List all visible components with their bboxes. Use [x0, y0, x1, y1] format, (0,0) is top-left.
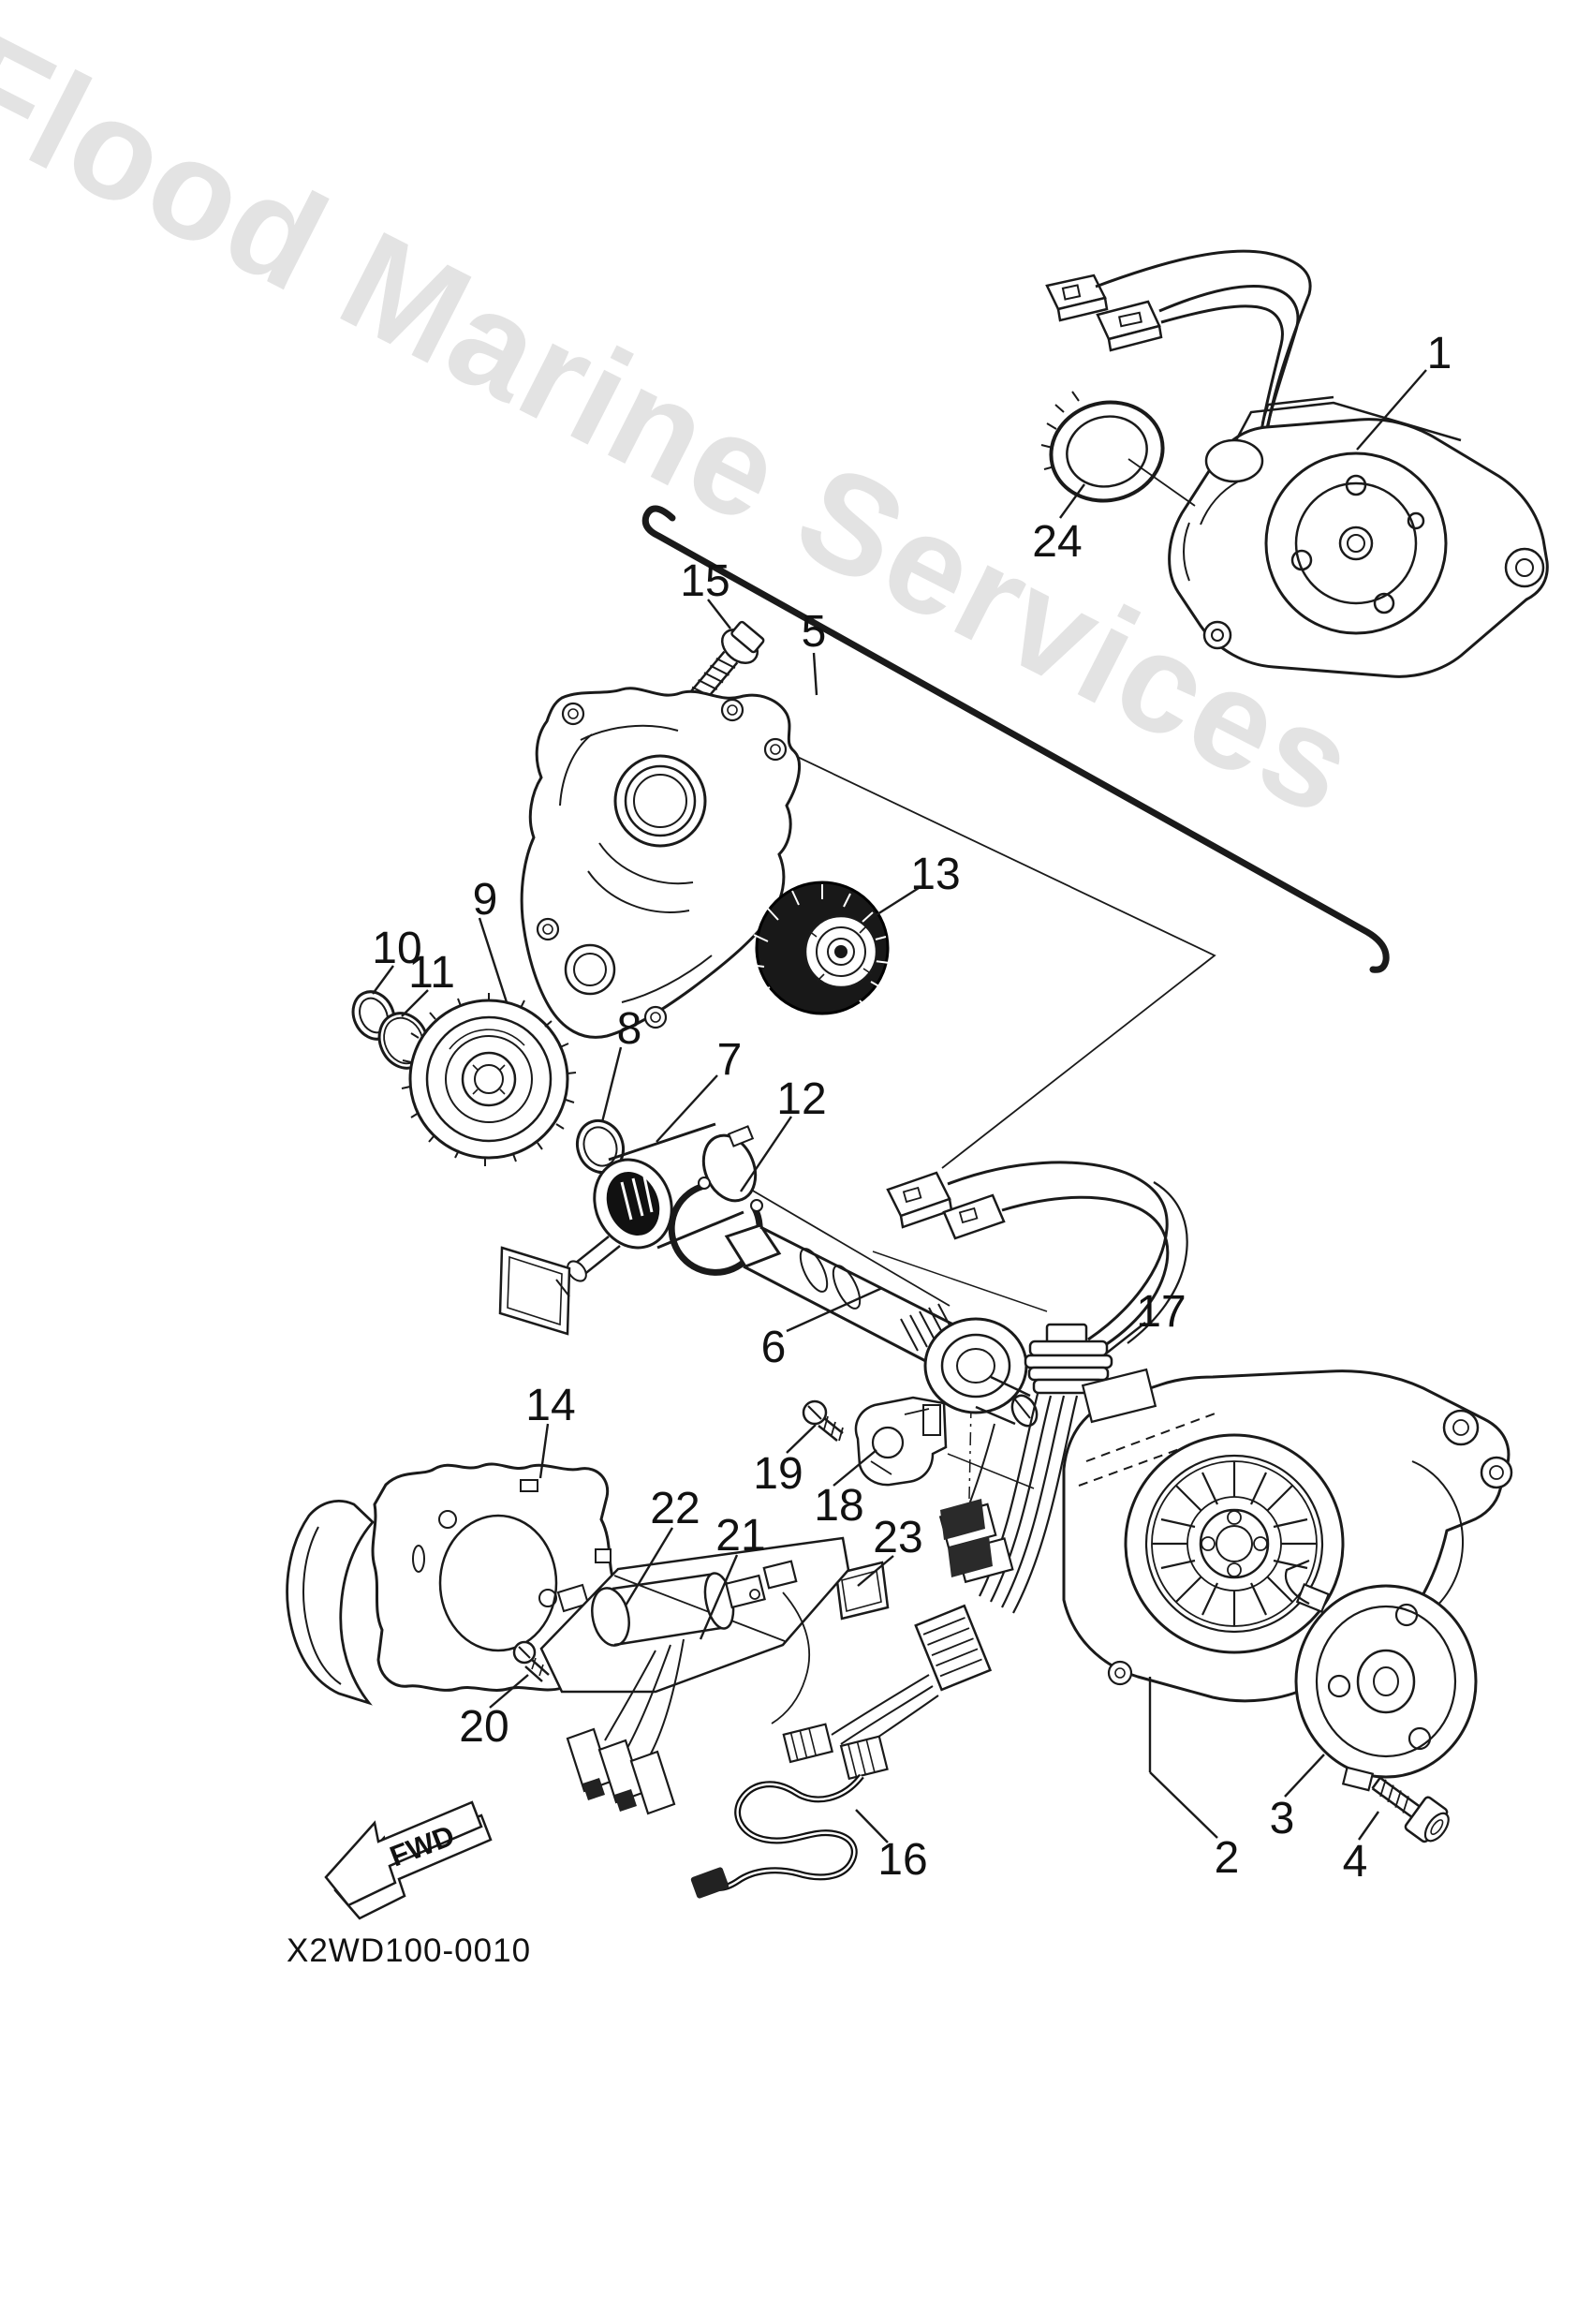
- part-label-1: 1: [1427, 329, 1452, 378]
- part-24-ring-nut: [1040, 391, 1196, 507]
- part-18-brush-holder: [854, 1396, 948, 1487]
- part-21-base-plate: [539, 1536, 850, 1815]
- leader-line-13: [869, 886, 920, 921]
- leader-line-11: [401, 989, 429, 1017]
- leader-line-21: [699, 1554, 739, 1640]
- part-label-2: 2: [1215, 1833, 1240, 1883]
- part-5-housing-cover: [520, 687, 801, 1039]
- part-6-shaft: [724, 1223, 1039, 1428]
- leader-line-23: [857, 1555, 894, 1587]
- leader-line-17: [1105, 1322, 1146, 1354]
- part-label-21: 21: [715, 1511, 765, 1561]
- leader-line-7: [656, 1074, 718, 1143]
- part-23-pad: [834, 1499, 993, 1621]
- leader-line-18: [833, 1449, 877, 1487]
- leader-line-16: [855, 1809, 889, 1843]
- part-label-14: 14: [525, 1381, 575, 1430]
- part-label-6: 6: [761, 1323, 787, 1372]
- part-3-rotor-plate: [1284, 1559, 1478, 1792]
- part-label-3: 3: [1270, 1794, 1295, 1843]
- part-label-15: 15: [680, 556, 730, 606]
- part-9-driven-gear: [401, 993, 577, 1166]
- part-label-11: 11: [408, 948, 455, 998]
- part-label-9: 9: [473, 875, 498, 925]
- leader-line-4: [1358, 1811, 1379, 1841]
- part-label-18: 18: [814, 1481, 863, 1531]
- leader-lines: [372, 369, 1427, 1843]
- leader-line-3: [1284, 1754, 1325, 1798]
- leader-line-12: [740, 1116, 792, 1192]
- part-1-generator-assembly: [1045, 249, 1549, 678]
- leader-line-5: [812, 652, 818, 696]
- leader-line-20: [489, 1674, 529, 1709]
- part-13-gear: [748, 881, 891, 1032]
- leader-line-15: [707, 599, 731, 629]
- part-label-24: 24: [1032, 517, 1082, 567]
- part-label-17: 17: [1136, 1287, 1186, 1337]
- leader-line-24: [1059, 483, 1085, 519]
- part-4-bolt: [1371, 1776, 1450, 1843]
- leader-line-8: [600, 1046, 623, 1123]
- part-16-wire-lead: [690, 1735, 889, 1899]
- part-label-10: 10: [372, 924, 421, 973]
- fwd-arrow: FWD: [324, 1800, 493, 1920]
- part-label-5: 5: [802, 607, 827, 657]
- leader-line-2: [1149, 1771, 1218, 1839]
- part-label-12: 12: [776, 1074, 826, 1124]
- leader-line-1: [1356, 369, 1427, 451]
- part-7-starter-motor: [498, 1122, 758, 1336]
- part-label-7: 7: [717, 1035, 743, 1085]
- leader-line-19: [786, 1424, 817, 1454]
- part-label-23: 23: [873, 1513, 922, 1562]
- divider-line: [641, 505, 1390, 973]
- part-20-screw: [512, 1640, 550, 1682]
- part-19-screw: [802, 1399, 844, 1442]
- part-label-16: 16: [877, 1835, 927, 1885]
- leader-line-9: [478, 917, 508, 1003]
- part-label-22: 22: [650, 1484, 700, 1533]
- leader-line-10: [372, 965, 394, 995]
- leader-line-14: [538, 1423, 550, 1479]
- diagram-code: X2WD100-0010: [287, 1932, 531, 1969]
- part-15-bolt: [688, 620, 765, 704]
- part-label-20: 20: [459, 1702, 508, 1752]
- part-label-8: 8: [617, 1004, 642, 1054]
- part-label-4: 4: [1343, 1837, 1368, 1887]
- leader-line-22: [624, 1527, 674, 1606]
- part-label-19: 19: [753, 1449, 803, 1499]
- part-label-13: 13: [910, 850, 960, 899]
- leader-line-6: [786, 1286, 883, 1333]
